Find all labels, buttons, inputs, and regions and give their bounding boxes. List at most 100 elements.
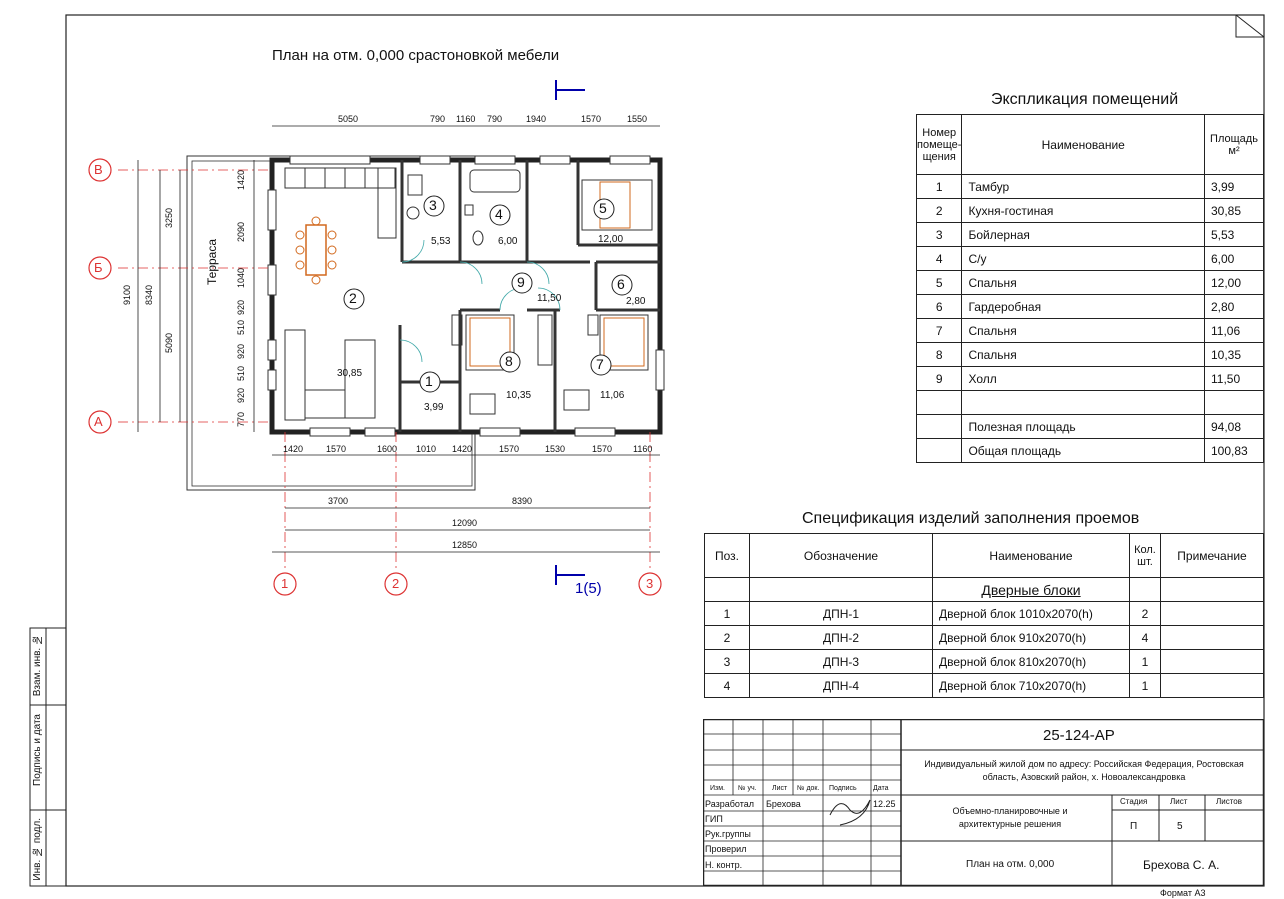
dim-bottom: 1570 bbox=[326, 444, 347, 454]
stamp-col-head: Подпись bbox=[829, 785, 857, 792]
explication-cell: 30,85 bbox=[1204, 198, 1264, 223]
stamp-role: Н. контр. bbox=[705, 860, 743, 870]
dim-bottom: 1420 bbox=[283, 444, 304, 454]
side-strip bbox=[29, 627, 67, 887]
room-area: 11,50 bbox=[537, 293, 562, 304]
stamp-role: Проверил bbox=[705, 844, 747, 854]
explication-cell: 11,06 bbox=[1204, 318, 1264, 343]
stamp-address: Индивидуальный жилой дом по адресу: Росс… bbox=[924, 759, 1244, 782]
room-area: 6,00 bbox=[498, 236, 518, 247]
explication-cell: 11,50 bbox=[1204, 366, 1264, 391]
spec-cell: 1 bbox=[1129, 649, 1161, 674]
spec-cell: 3 bbox=[704, 649, 750, 674]
room-number: 6 bbox=[617, 276, 625, 292]
explication-cell: 3,99 bbox=[1204, 174, 1264, 199]
stamp-sheets-label: Листов bbox=[1216, 797, 1242, 806]
spec-title: Спецификация изделий заполнения проемов bbox=[802, 510, 1140, 527]
dim-left: 510 bbox=[236, 366, 246, 382]
dim-bottom: 1600 bbox=[377, 444, 398, 454]
axis-label-v: В bbox=[94, 162, 103, 177]
plan-title: План на отм. 0,000 срастоновкой мебели bbox=[272, 47, 560, 64]
room-area: 12,00 bbox=[598, 234, 624, 245]
stamp-sheet-label: Лист bbox=[1170, 797, 1188, 806]
explication-cell: 8 bbox=[915, 342, 963, 367]
spec-header: Обозначение bbox=[749, 533, 933, 578]
dim-left: 920 bbox=[236, 300, 246, 316]
useful-area-label: Полезная площадь bbox=[961, 414, 1205, 439]
spec-cell: Дверной блок 910х2070(h) bbox=[932, 625, 1130, 650]
explication-cell: 7 bbox=[915, 318, 963, 343]
stamp-author: Брехова С. А. bbox=[1143, 858, 1220, 872]
explication-header: Площадь м² bbox=[1204, 114, 1264, 175]
stamp-col-head: Дата bbox=[873, 785, 889, 792]
side-label-replace: Взам. инв. № bbox=[32, 634, 43, 697]
explication-cell: 2,80 bbox=[1204, 294, 1264, 319]
explication-cell: 9 bbox=[915, 366, 963, 391]
explication-table: Номер помеще-щения Наименование Площадь … bbox=[915, 114, 1264, 463]
beds bbox=[465, 179, 653, 371]
kitchen-counter bbox=[284, 167, 397, 239]
spec-header: Примечание bbox=[1160, 533, 1264, 578]
explication-cell: 12,00 bbox=[1204, 270, 1264, 295]
room-area: 5,53 bbox=[431, 236, 451, 247]
signature-mark bbox=[829, 799, 871, 826]
explication-cell: 6 bbox=[915, 294, 963, 319]
spec-header: Наименование bbox=[932, 533, 1130, 578]
stamp-col-head: Изм. bbox=[710, 785, 725, 792]
sheet-frame bbox=[65, 14, 1265, 887]
desks bbox=[469, 389, 590, 415]
spec-cell: ДПН-1 bbox=[749, 601, 933, 626]
spec-cell: ДПН-2 bbox=[749, 625, 933, 650]
spec-cell: Дверной блок 710х2070(h) bbox=[932, 673, 1130, 698]
total-area-value: 100,83 bbox=[1204, 438, 1264, 463]
explication-cell: Гардеробная bbox=[961, 294, 1205, 319]
explication-cell: 5,53 bbox=[1204, 222, 1264, 247]
total-area-label: Общая площадь bbox=[961, 438, 1205, 463]
dim-total: 8390 bbox=[512, 496, 533, 506]
axis-label-2: 2 bbox=[392, 576, 400, 591]
dim-bottom: 1570 bbox=[499, 444, 520, 454]
stamp-role: Рук.группы bbox=[705, 829, 751, 839]
explication-cell: Тамбур bbox=[961, 174, 1205, 199]
explication-header: Наименование bbox=[961, 114, 1205, 175]
sofa bbox=[284, 329, 376, 421]
terrace-label: Терраса bbox=[205, 238, 219, 285]
dimension-lines bbox=[137, 125, 660, 553]
stamp-stage-label: Стадия bbox=[1120, 797, 1148, 806]
spec-cell: Дверной блок 1010х2070(h) bbox=[932, 601, 1130, 626]
dim-top: 790 bbox=[430, 114, 446, 124]
dim-top: 1940 bbox=[526, 114, 547, 124]
dim-top: 5050 bbox=[338, 114, 359, 124]
stamp-code: 25-124-АР bbox=[1043, 727, 1115, 744]
room-number: 1 bbox=[425, 373, 433, 389]
room-number: 9 bbox=[517, 274, 525, 290]
dim-total: 3700 bbox=[328, 496, 349, 506]
section-mark-label: 1(5) bbox=[575, 580, 602, 597]
dim-top: 1160 bbox=[456, 114, 476, 124]
room-area: 3,99 bbox=[424, 402, 444, 413]
spec-cell: 1 bbox=[1129, 673, 1161, 698]
explication-cell: Спальня bbox=[961, 342, 1205, 367]
room-number: 5 bbox=[599, 200, 607, 216]
dining-table bbox=[295, 216, 337, 285]
dim-bottom: 1530 bbox=[545, 444, 566, 454]
explication-cell: Спальня bbox=[961, 318, 1205, 343]
explication-title: Экспликация помещений bbox=[991, 91, 1179, 108]
room-number: 2 bbox=[349, 290, 357, 306]
axis-label-1: 1 bbox=[281, 576, 289, 591]
room-area: 2,80 bbox=[626, 296, 646, 307]
dim-bottom: 1160 bbox=[633, 444, 653, 454]
axis-label-a: А bbox=[94, 414, 103, 429]
explication-cell: 2 bbox=[915, 198, 963, 223]
stamp-col-head: Лист bbox=[772, 785, 788, 792]
stamp-sheet: 5 bbox=[1177, 821, 1183, 832]
explication-cell: 10,35 bbox=[1204, 342, 1264, 367]
spec-header: Поз. bbox=[704, 533, 750, 578]
axis-label-3: 3 bbox=[646, 576, 654, 591]
explication-cell: 5 bbox=[915, 270, 963, 295]
spec-cell: ДПН-4 bbox=[749, 673, 933, 698]
stamp-col-head: № док. bbox=[797, 785, 820, 792]
dim-bottom: 1010 bbox=[416, 444, 437, 454]
explication-cell: 6,00 bbox=[1204, 246, 1264, 271]
stamp-role: ГИП bbox=[705, 814, 723, 824]
